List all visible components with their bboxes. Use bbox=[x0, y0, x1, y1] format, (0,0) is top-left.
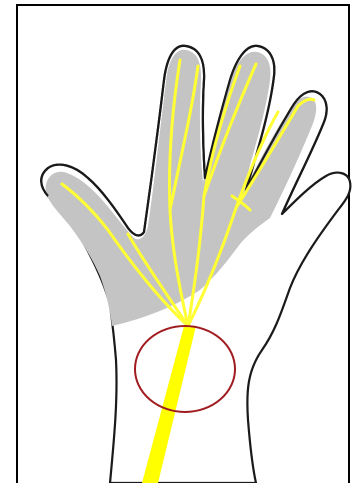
figure-frame bbox=[0, 0, 356, 483]
hand-illustration bbox=[0, 0, 356, 483]
